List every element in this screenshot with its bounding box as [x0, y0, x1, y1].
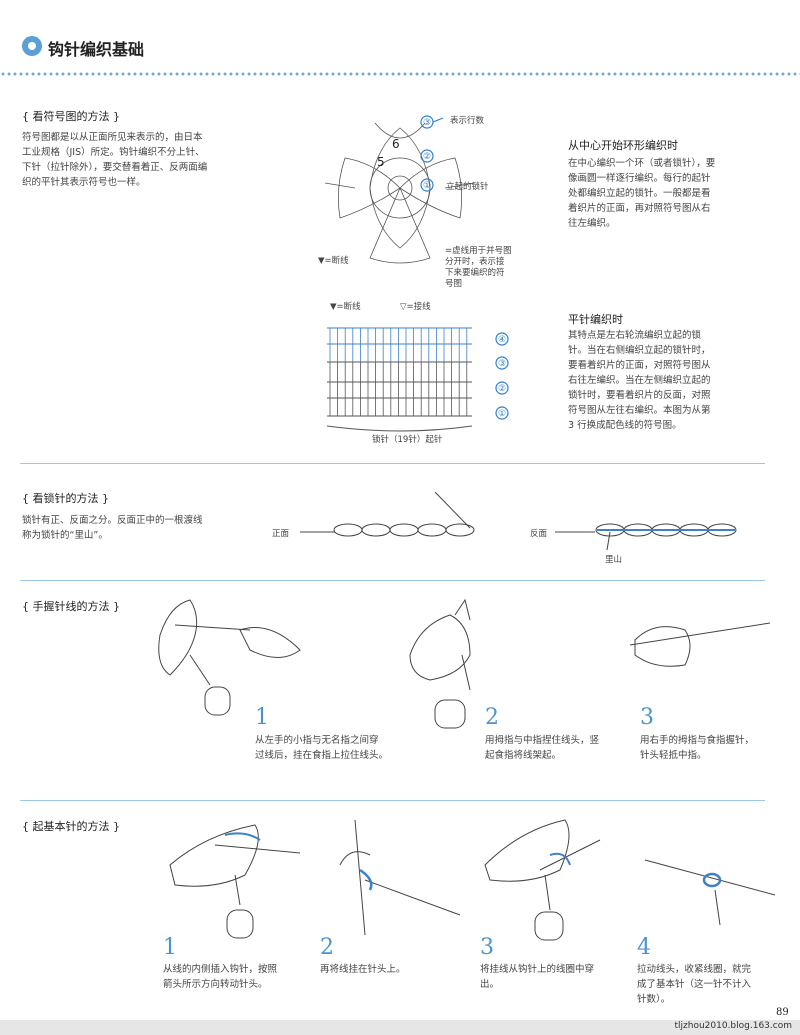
flat-caption: 锁针（19针）起针 — [372, 435, 443, 445]
hold-step-number: 1 — [255, 705, 269, 730]
rows-label: 表示行数 — [450, 116, 485, 126]
flat-text: 其特点是左右轮流编织立起的锁 针。当在右侧编织立起的锁针时， 要看着织片的正面，… — [568, 330, 711, 431]
chain-bump-label: 里山 — [605, 555, 623, 565]
footer-source: tljzhou2010.blog.163.com — [674, 1021, 793, 1031]
hold-step-text: 用右手的拇指与食指握针， 针头轻抵中指。 — [640, 735, 755, 761]
round-title: 从中心开始环形编织时 — [568, 139, 678, 152]
page-number: 89 — [776, 1007, 789, 1018]
hold-step-text: 从左手的小指与无名指之间穿 过线后，挂在食指上拉住线头。 — [255, 735, 389, 761]
start-step-text: 再将线挂在针头上。 — [320, 964, 406, 975]
section-divider — [20, 463, 765, 464]
round-text: 在中心编织一个环（或者锁针），要 像画圆一样逐行编织。每行的起针 处都编织立起的… — [568, 158, 716, 229]
section-divider — [20, 800, 765, 801]
hold-step-number: 2 — [485, 705, 499, 730]
flat-row-number: ① — [498, 409, 506, 419]
start-step-text: 从线的内侧插入钩针，按照 箭头所示方向转动针头。 — [163, 964, 278, 990]
footer-bar — [0, 1020, 800, 1035]
flower-number: 5 — [377, 155, 385, 169]
flower-number: ② — [423, 152, 431, 162]
flower-icon — [22, 36, 42, 56]
cut-label: ▼=断线 — [318, 256, 349, 266]
hold-step3-illustration — [629, 622, 771, 667]
dotted-note: =虚线用于并号图 分开时，表示接 下来要编织的符 号图 — [445, 246, 512, 289]
start-step-text: 将挂线从钩针上的线圈中穿 出。 — [480, 964, 595, 990]
chain-text: 锁针有正、反面之分。反面正中的一根渡线 称为锁针的“里山”。 — [22, 515, 203, 541]
chain-front-diagram — [300, 491, 475, 537]
hold-step-number: 3 — [640, 705, 654, 730]
flat-row-number: ④ — [498, 335, 506, 345]
start-step-number: 4 — [637, 935, 651, 960]
start-step-number: 1 — [163, 935, 177, 960]
flat-legend-join: ▽=接线 — [400, 302, 431, 312]
start-step3-illustration — [484, 819, 601, 941]
flat-chart-diagram: ④ ③ ② ① — [326, 327, 509, 432]
start-step-number: 2 — [320, 935, 334, 960]
start-step4-illustration — [644, 859, 776, 926]
flat-row-number: ② — [498, 384, 506, 394]
hold-step2-illustration — [409, 598, 471, 729]
start-step-text: 拉动线头，收紧线圈，就完 成了基本针（这一针不计入 针数）。 — [637, 964, 752, 1005]
start-step1-illustration — [169, 824, 301, 939]
symbol-paragraph: 符号图都是以从正面所见来表示的，由日本 工业规格（JIS）所定。钩针编织不分上针… — [22, 132, 208, 188]
start-step-number: 3 — [480, 935, 494, 960]
page-title: 钩针编织基础 — [48, 40, 145, 59]
chain-back-diagram — [555, 523, 737, 551]
section-divider — [20, 580, 765, 581]
flower-number: 6 — [392, 137, 400, 151]
header-divider — [0, 71, 800, 77]
flower-number: ① — [423, 181, 431, 191]
chain-front-label: 正面 — [272, 529, 290, 539]
hold-section-title: { 手握针线的方法 } — [22, 600, 120, 613]
flat-legend-cut: ▼=断线 — [330, 302, 361, 312]
chain-back-label: 反面 — [530, 529, 548, 539]
chain-section-title: { 看锁针的方法 } — [22, 492, 109, 505]
hold-step-text: 用拇指与中指捏住线头，竖 起食指将线架起。 — [485, 735, 600, 761]
symbol-section-title: { 看符号图的方法 } — [22, 110, 120, 123]
start-step2-illustration — [339, 819, 461, 936]
start-section-title: { 起基本针的方法 } — [22, 820, 120, 833]
flat-row-number: ③ — [498, 359, 506, 369]
hold-step1-illustration — [158, 599, 301, 716]
flower-chart-diagram: ③ ② ① 6 5 — [324, 115, 476, 264]
flat-title: 平针编织时 — [568, 313, 623, 326]
rise-label: 立起的锁针 — [446, 182, 489, 192]
flower-number: ③ — [423, 118, 431, 128]
